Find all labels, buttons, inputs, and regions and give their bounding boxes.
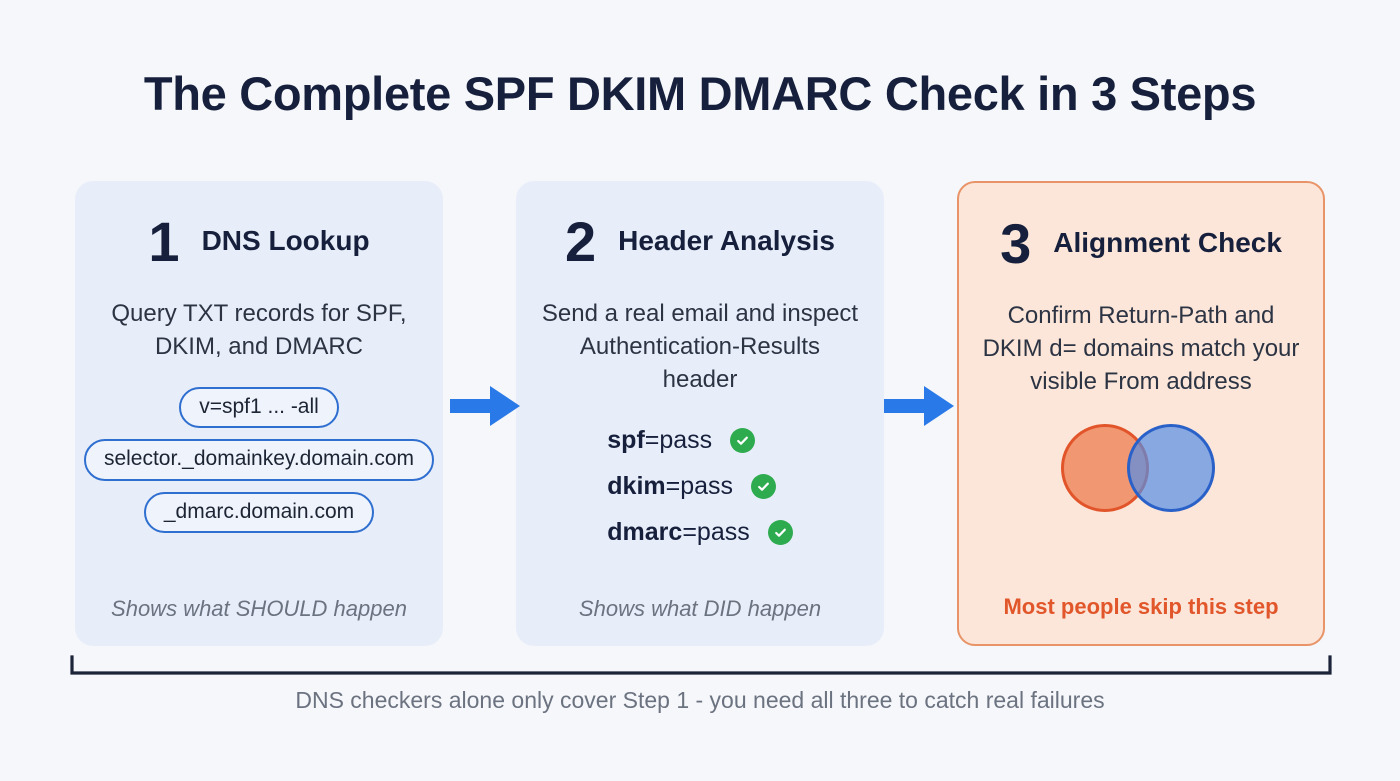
venn-diagram-icon	[1061, 424, 1221, 516]
step-1-footer: Shows what SHOULD happen	[111, 596, 407, 621]
auth-result-row: dmarc=pass	[607, 518, 793, 547]
step-2-title: Header Analysis	[618, 224, 835, 256]
auth-result-key: dmarc	[607, 518, 683, 547]
page-title: The Complete SPF DKIM DMARC Check in 3 S…	[143, 67, 1257, 120]
step-card-3: 3 Alignment Check Confirm Return-Path an…	[957, 181, 1325, 646]
auth-result-value: =pass	[644, 426, 713, 455]
arrow-right-icon-2	[884, 383, 956, 429]
dns-record-pill-list: v=spf1 ... -all selector._domainkey.doma…	[83, 387, 435, 533]
auth-result-text: dmarc=pass	[607, 518, 749, 547]
step-1-header: 1 DNS Lookup	[97, 210, 421, 273]
check-icon	[767, 520, 793, 546]
step-3-footer: Most people skip this step	[1003, 594, 1279, 619]
step-3-number: 3	[1000, 212, 1032, 275]
check-icon	[730, 428, 756, 454]
dns-record-pill: _dmarc.domain.com	[143, 491, 375, 533]
step-1-number: 1	[148, 210, 180, 273]
step-card-1: 1 DNS Lookup Query TXT records for SPF, …	[75, 181, 443, 646]
auth-result-row: spf=pass	[607, 426, 756, 455]
step-3-description: Confirm Return-Path and DKIM d= domains …	[982, 302, 1300, 396]
dns-record-pill: v=spf1 ... -all	[179, 387, 339, 429]
step-2-footer: Shows what DID happen	[578, 596, 822, 621]
step-1-description: Query TXT records for SPF, DKIM, and DMA…	[111, 300, 407, 361]
steps-row: 1 DNS Lookup Query TXT records for SPF, …	[75, 181, 1325, 646]
step-3-header: 3 Alignment Check	[981, 212, 1301, 275]
auth-results-list: spf=pass dkim=pass dmarc=pass	[607, 426, 793, 547]
step-2-header: 2 Header Analysis	[538, 210, 862, 273]
step-card-2: 2 Header Analysis Send a real email and …	[516, 181, 884, 646]
step-3-title: Alignment Check	[1053, 226, 1282, 258]
auth-result-key: dkim	[607, 472, 666, 501]
step-2-description: Send a real email and inspect Authentica…	[541, 300, 859, 394]
scope-bracket	[70, 655, 1332, 677]
auth-result-value: =pass	[682, 518, 750, 547]
step-1-title: DNS Lookup	[201, 224, 370, 256]
dns-record-pill: selector._domainkey.domain.com	[83, 439, 435, 481]
auth-result-row: dkim=pass	[607, 472, 777, 501]
venn-circle-right	[1127, 424, 1215, 513]
footer-caption: DNS checkers alone only cover Step 1 - y…	[295, 687, 1105, 713]
auth-result-key: spf	[607, 426, 645, 455]
arrow-right-icon-1	[450, 383, 522, 429]
auth-result-text: spf=pass	[607, 426, 712, 455]
step-2-number: 2	[564, 210, 597, 273]
check-icon	[751, 474, 777, 500]
auth-result-text: dkim=pass	[607, 472, 733, 501]
auth-result-value: =pass	[665, 472, 734, 501]
